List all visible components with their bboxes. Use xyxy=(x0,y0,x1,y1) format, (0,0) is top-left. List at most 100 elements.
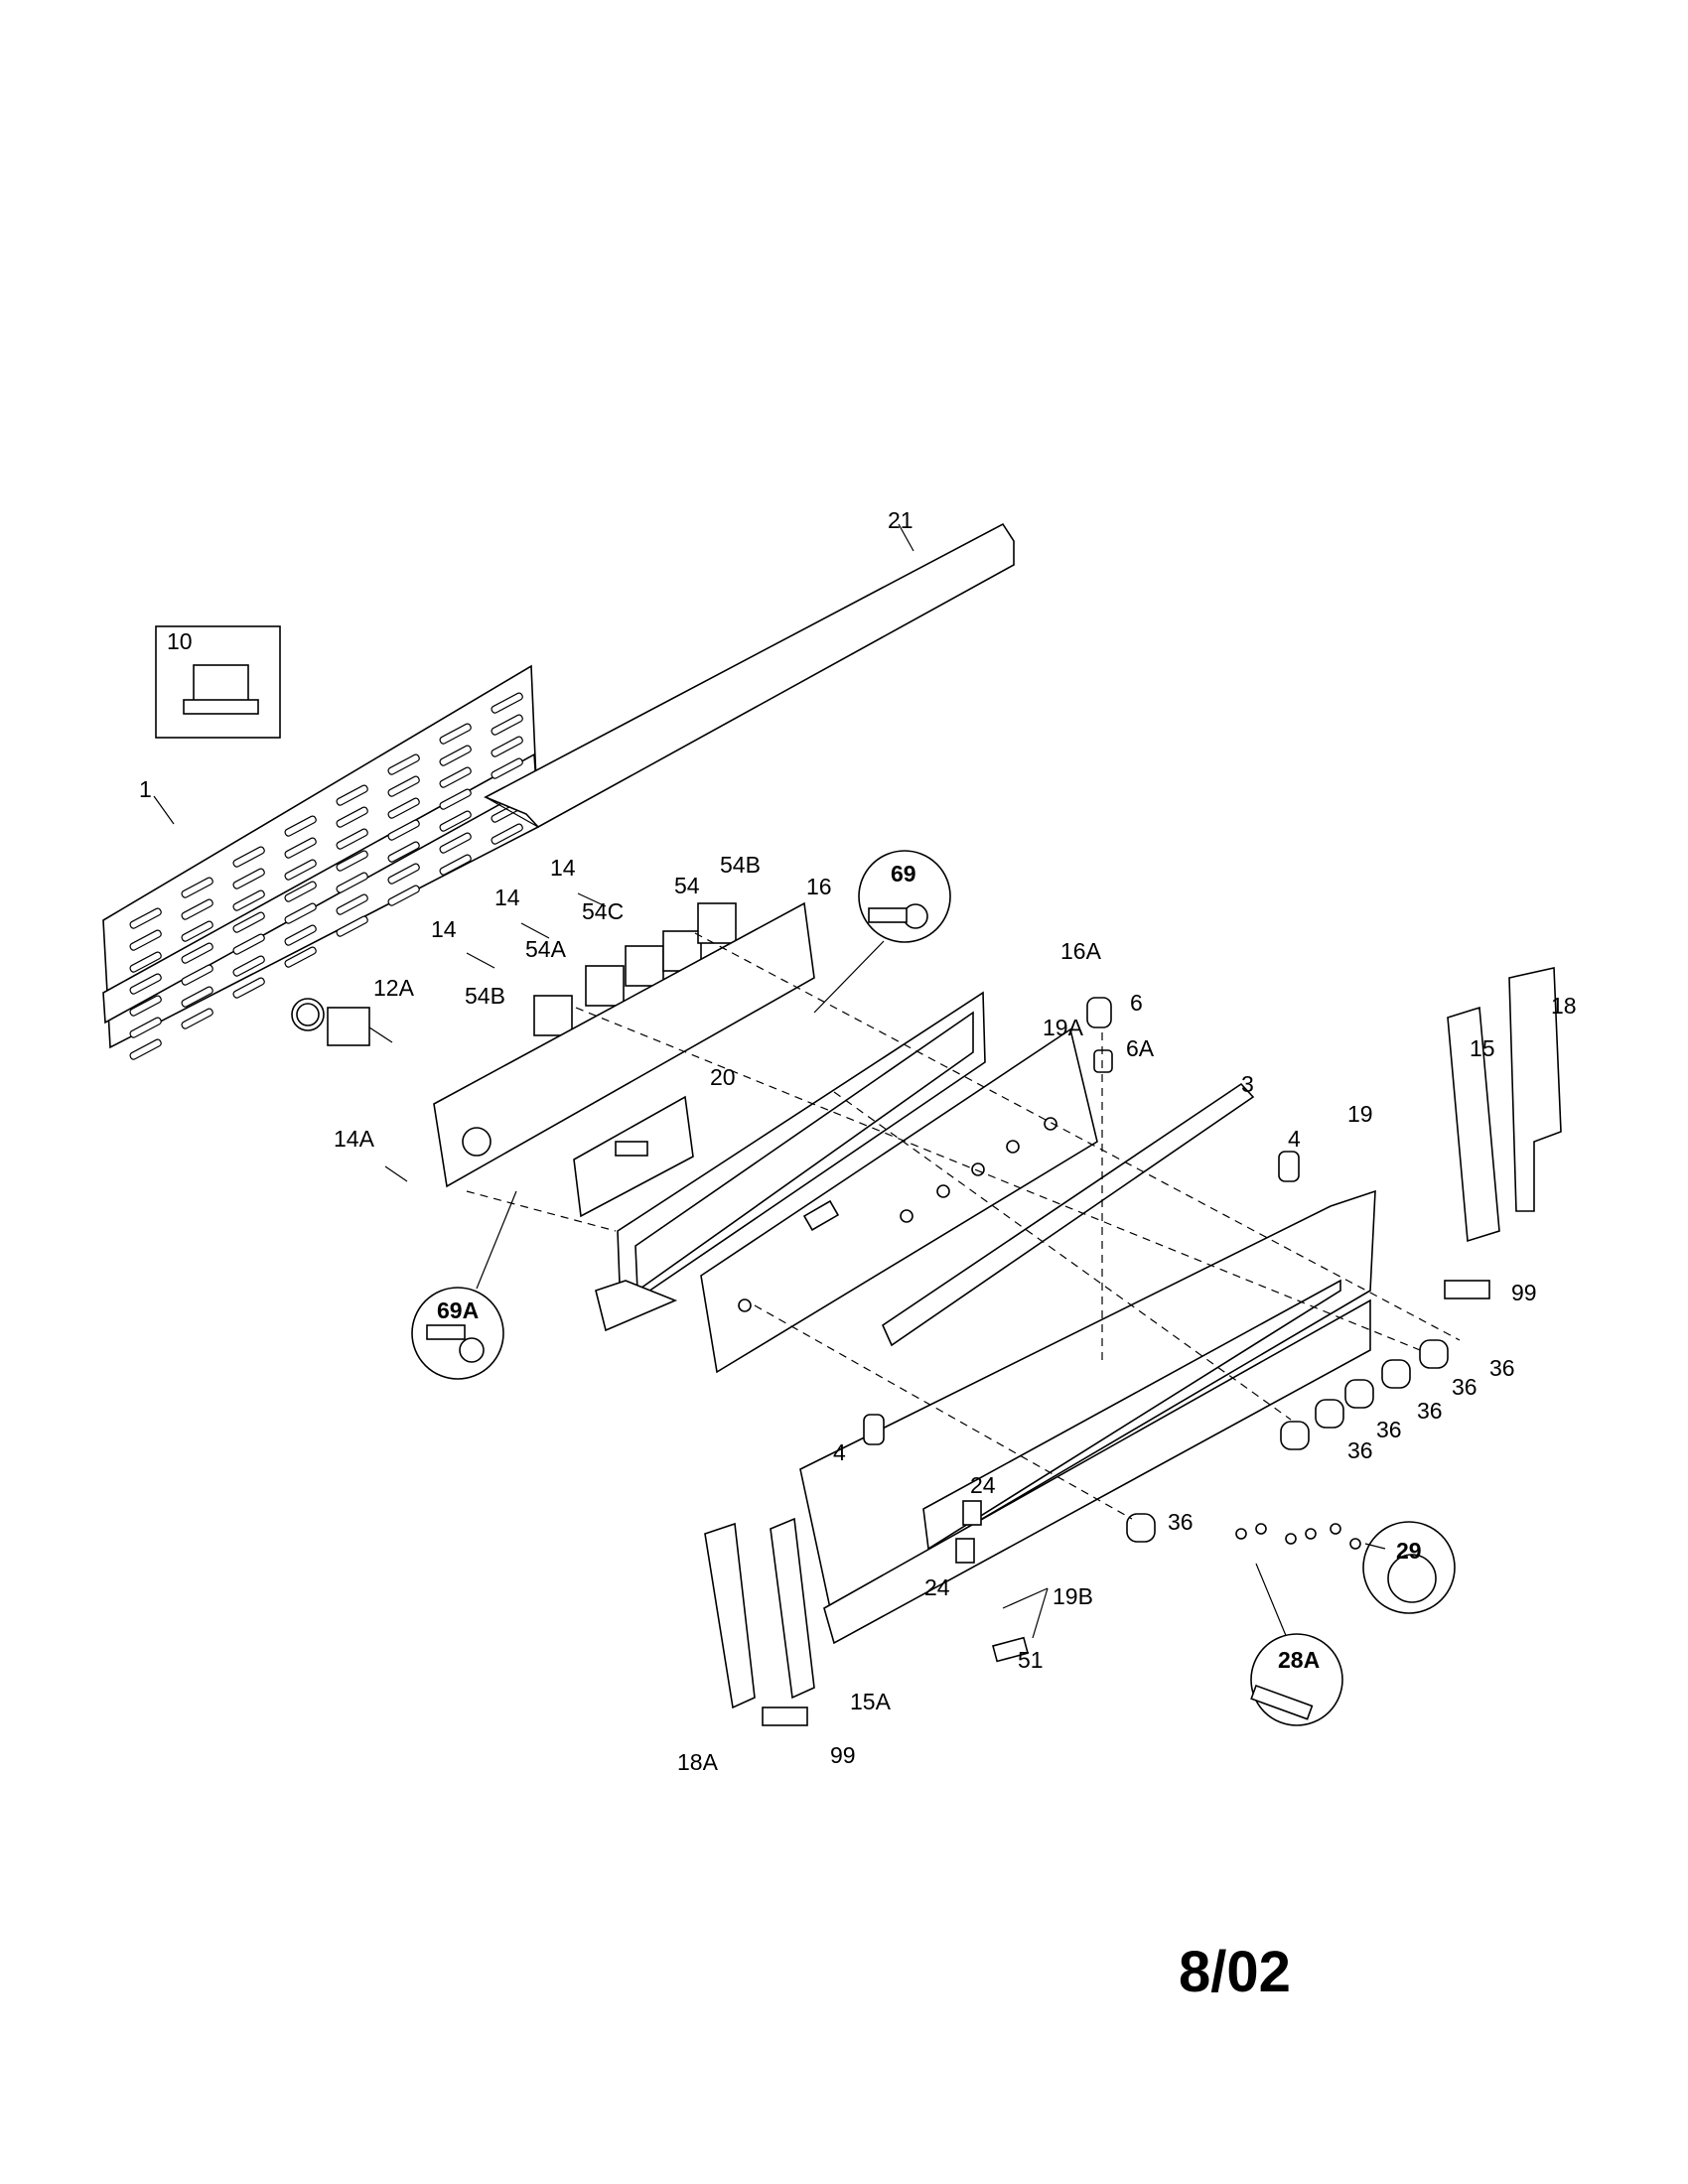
vent-slot xyxy=(439,832,472,854)
vent-slot xyxy=(232,889,265,911)
callout-16a: 16A xyxy=(1060,938,1102,964)
vent-slot xyxy=(284,859,317,881)
vent-slot xyxy=(336,872,368,893)
detail-circle-28a xyxy=(1250,1633,1343,1726)
vent-slot xyxy=(336,893,368,915)
vent-slot xyxy=(181,1008,213,1029)
callout-21: 21 xyxy=(888,507,914,533)
revision-date: 8/02 xyxy=(1179,1940,1291,2004)
callout-54b: 54B xyxy=(465,983,505,1009)
vent-slot xyxy=(387,841,420,863)
callout-29: 29 xyxy=(1396,1538,1422,1564)
vent-slot xyxy=(232,868,265,889)
vent-slot xyxy=(284,815,317,837)
callout-19: 19 xyxy=(1347,1101,1373,1127)
vent-slot xyxy=(491,736,523,757)
part-19a-overlay xyxy=(700,1027,1098,1374)
callout-24: 24 xyxy=(970,1472,996,1498)
callout-12a: 12A xyxy=(373,975,415,1001)
callout-18a: 18A xyxy=(677,1749,719,1775)
callout-14: 14 xyxy=(431,916,457,942)
vent-slot xyxy=(129,995,162,1017)
vent-slot xyxy=(336,850,368,872)
vent-slot xyxy=(284,881,317,902)
part-20-control-board xyxy=(573,1095,694,1218)
callout-36: 36 xyxy=(1168,1509,1194,1535)
vent-slot xyxy=(387,885,420,906)
vent-slot xyxy=(439,854,472,876)
vent-slot xyxy=(439,766,472,788)
vent-slot xyxy=(439,745,472,766)
callout-36: 36 xyxy=(1376,1417,1402,1442)
part-36-knobs xyxy=(1126,1339,1449,1543)
callout-36: 36 xyxy=(1417,1398,1443,1424)
vent-slot xyxy=(336,828,368,850)
callout-54c: 54C xyxy=(582,898,624,924)
vent-slot xyxy=(232,977,265,999)
assembly-lines xyxy=(466,932,1461,1520)
part-28a-hardware xyxy=(1235,1523,1361,1639)
callout-6a: 6A xyxy=(1126,1035,1155,1061)
part-14-pins xyxy=(384,892,607,1182)
vent-slot xyxy=(336,806,368,828)
vent-slot xyxy=(336,784,368,806)
callout-labels: 21 10 1 14 54 54B 16 69 14 54C 14 54A 54… xyxy=(139,507,1577,2004)
callout-6: 6 xyxy=(1130,990,1143,1016)
vent-slot xyxy=(129,929,162,951)
vent-slot xyxy=(491,692,523,714)
callout-4: 4 xyxy=(1288,1126,1301,1152)
part-1-back-panel xyxy=(102,664,539,1060)
detail-circle-29 xyxy=(1362,1521,1456,1614)
part-3-tube xyxy=(881,1082,1255,1347)
callout-99: 99 xyxy=(1511,1280,1537,1305)
vent-slot xyxy=(129,1017,162,1038)
vent-slot xyxy=(181,942,213,964)
vent-slot xyxy=(181,986,213,1008)
vent-slot xyxy=(491,714,523,736)
vent-slot xyxy=(439,723,472,745)
callout-28a: 28A xyxy=(1278,1647,1320,1673)
callout-14: 14 xyxy=(550,855,576,881)
vent-slot xyxy=(387,863,420,885)
callout-20: 20 xyxy=(710,1064,736,1090)
callout-24: 24 xyxy=(924,1574,950,1600)
vent-slot xyxy=(232,911,265,933)
vent-slot xyxy=(284,924,317,946)
vent-slot xyxy=(491,757,523,779)
callout-99: 99 xyxy=(830,1742,856,1768)
vent-slot xyxy=(232,846,265,868)
label-leaders xyxy=(153,523,1049,1639)
vent-slot xyxy=(129,973,162,995)
vent-slot xyxy=(181,898,213,920)
part-21-trim-bar xyxy=(484,522,1015,829)
callout-54: 54 xyxy=(674,873,700,898)
vent-slot xyxy=(232,955,265,977)
part-24-clips xyxy=(955,1500,982,1564)
callout-4: 4 xyxy=(833,1439,846,1465)
detail-circle-69a xyxy=(411,1190,517,1380)
callout-36: 36 xyxy=(1347,1437,1373,1463)
vent-slot xyxy=(284,946,317,968)
vent-slot xyxy=(232,933,265,955)
callout-10: 10 xyxy=(167,628,193,654)
vent-slot xyxy=(181,964,213,986)
vent-slot xyxy=(284,902,317,924)
part-12a-thermostat xyxy=(291,998,393,1046)
callout-36: 36 xyxy=(1452,1374,1477,1400)
callout-14a: 14A xyxy=(334,1126,375,1152)
callout-19b: 19B xyxy=(1053,1583,1093,1609)
callout-69: 69 xyxy=(891,861,916,887)
callout-16: 16 xyxy=(806,874,832,899)
vent-slot xyxy=(387,753,420,775)
callout-36: 36 xyxy=(1489,1355,1515,1381)
vent-slot xyxy=(284,837,317,859)
part-51-badge xyxy=(992,1636,1030,1663)
vent-slot xyxy=(439,810,472,832)
callout-14: 14 xyxy=(494,885,520,910)
callout-51: 51 xyxy=(1018,1647,1044,1673)
part-6-lamp-holder xyxy=(1086,997,1113,1073)
callout-18: 18 xyxy=(1551,993,1577,1019)
vent-slot xyxy=(387,819,420,841)
